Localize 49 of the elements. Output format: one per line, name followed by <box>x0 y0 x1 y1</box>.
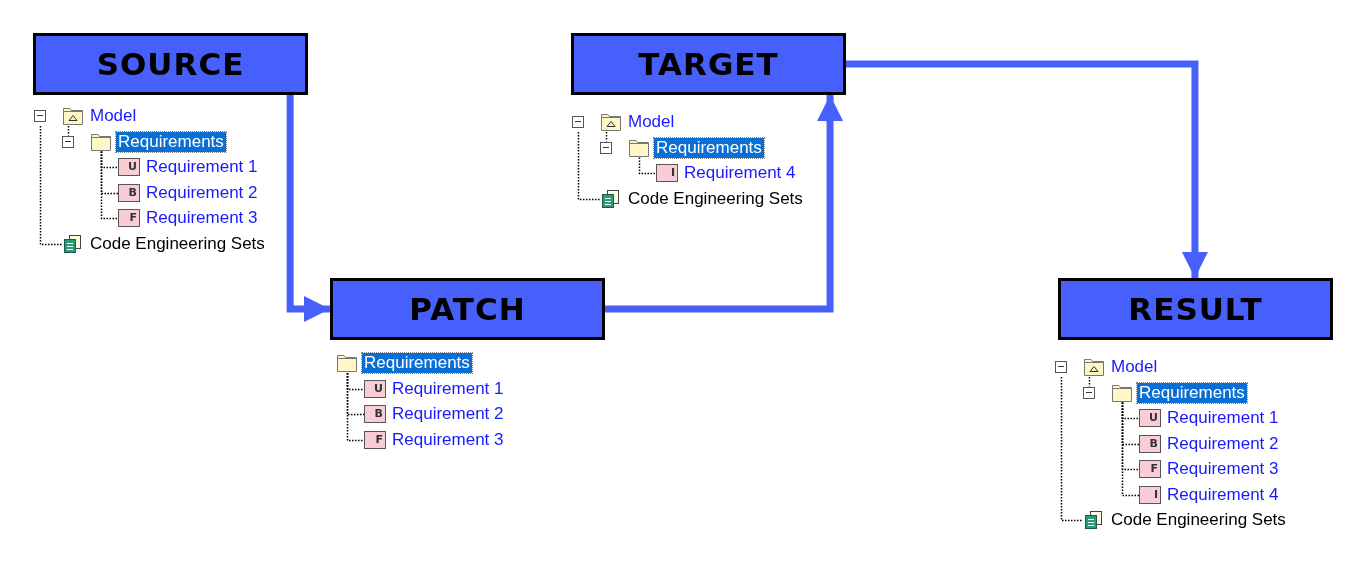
requirement-icon: F <box>118 209 140 227</box>
tree-item-label: Code Engineering Sets <box>1111 510 1286 530</box>
tree-connector-line <box>577 131 601 201</box>
selected-tree-item: Requirements <box>654 137 764 158</box>
selected-tree-item: Requirements <box>116 131 226 152</box>
tree-item-label: Requirement 1 <box>392 378 504 399</box>
tree-item-label: Code Engineering Sets <box>628 188 803 209</box>
tree-connector-line <box>605 131 608 143</box>
tree-item-label: Requirement 2 <box>146 182 258 203</box>
tree-connector-line <box>638 156 657 175</box>
tree-connector-line <box>67 125 70 137</box>
requirement-icon: F <box>1139 460 1161 478</box>
tree-item-label: Requirement 3 <box>146 208 258 228</box>
heading-box: PATCH <box>330 278 605 340</box>
tree-connector-line <box>100 150 119 220</box>
tree-item-label: Requirement 2 <box>1167 433 1279 454</box>
tree-item-label: Code Engineering Sets <box>90 233 265 254</box>
tree-item-label: Requirement 1 <box>146 157 258 177</box>
selected-tree-item: Requirements <box>1137 382 1247 403</box>
tree-item-label: Requirement 4 <box>684 163 796 183</box>
tree-item-label: Requirement 1 <box>1167 408 1279 428</box>
tree-item-label: Requirement 3 <box>1167 459 1279 479</box>
tree-connector-line <box>1088 376 1091 388</box>
heading-box: TARGET <box>571 33 846 95</box>
requirement-icon: I <box>1139 485 1161 504</box>
arrow <box>846 60 1208 278</box>
heading-box: RESULT <box>1058 278 1333 340</box>
requirement-icon: U <box>118 158 140 176</box>
requirement-icon: B <box>1139 434 1161 453</box>
requirement-icon: F <box>364 430 386 449</box>
requirement-icon: B <box>118 183 140 202</box>
arrow <box>605 95 844 313</box>
tree-item-label: Requirement 4 <box>1167 484 1279 505</box>
tree-connector-line <box>1060 376 1084 522</box>
tree-item-label: Model <box>1111 357 1158 377</box>
tree-connector-line <box>346 372 365 442</box>
selected-tree-item: Requirements <box>362 353 472 373</box>
requirement-icon: U <box>1139 409 1161 427</box>
heading-box: SOURCE <box>33 33 308 95</box>
requirement-icon: U <box>364 379 386 398</box>
tree-connector-line <box>39 125 63 246</box>
arrow <box>286 95 330 322</box>
tree-item-label: Model <box>90 106 137 126</box>
tree-item-label: Model <box>628 112 675 132</box>
requirement-icon: B <box>364 405 386 423</box>
tree-connector-line <box>1121 401 1140 497</box>
tree-item-label: Requirement 2 <box>392 404 504 424</box>
requirement-icon: I <box>656 164 678 182</box>
tree-item-label: Requirement 3 <box>392 429 504 450</box>
